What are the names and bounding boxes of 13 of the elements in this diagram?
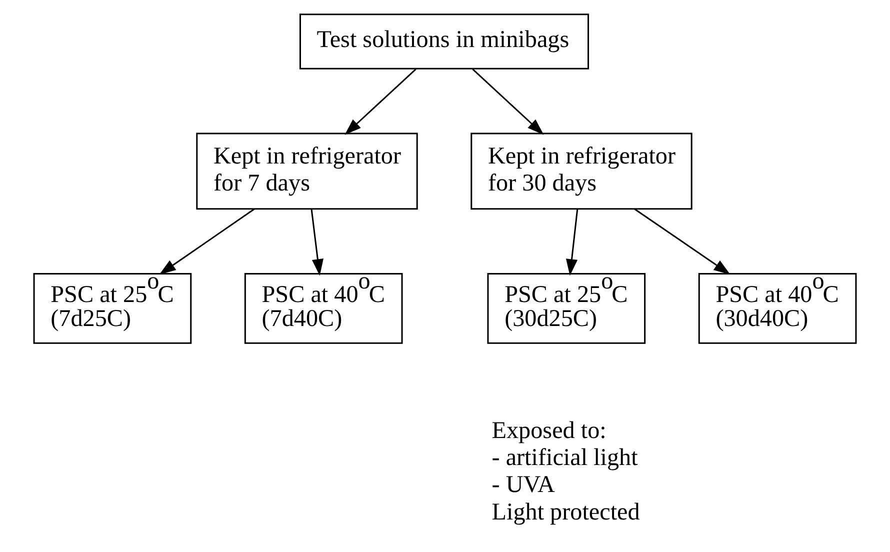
label: - UVA xyxy=(492,471,555,498)
arrow xyxy=(344,68,416,135)
node-box: Test solutions in minibags xyxy=(299,14,590,70)
arrow xyxy=(566,209,578,276)
arrow xyxy=(159,208,255,275)
node-box: Kept in refrigerator for 30 days xyxy=(470,132,692,210)
node-box: Kept in refrigerator for 7 days xyxy=(196,132,418,210)
label: - artificial light xyxy=(492,444,638,471)
arrow xyxy=(310,209,324,276)
arrow xyxy=(472,68,544,135)
arrow xyxy=(634,208,730,275)
label: Exposed to: xyxy=(492,416,606,444)
label: Light protected xyxy=(492,498,640,526)
